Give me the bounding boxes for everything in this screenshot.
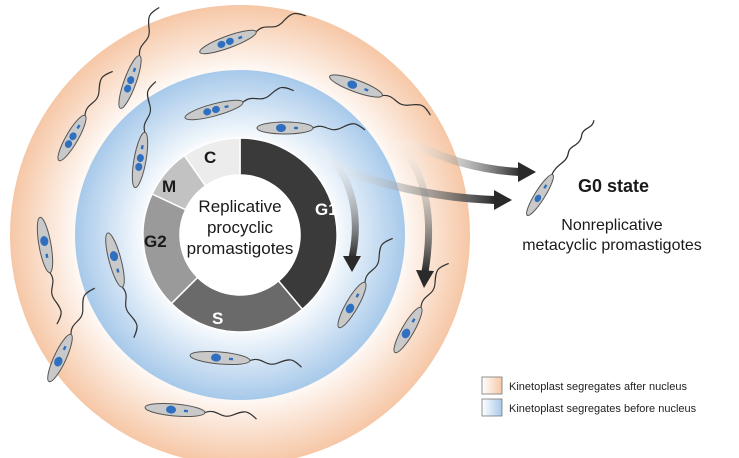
metacyclic-promastigote-icon — [526, 120, 595, 217]
promastigote-icon — [105, 232, 138, 339]
promastigote-icon — [199, 12, 306, 55]
phase-label-c: C — [204, 148, 216, 167]
curved-arrow-icon — [317, 145, 359, 259]
curved-arrow-icon — [323, 156, 496, 204]
legend-swatch-after-nucleus — [481, 376, 503, 395]
center-label-line1: Replicative — [198, 197, 281, 216]
phase-label-s: S — [212, 309, 223, 328]
curved-arrow-icon — [403, 136, 521, 176]
ring-segment-c — [183, 137, 241, 187]
g0-description-line2: metacyclic promastigotes — [522, 237, 702, 254]
legend-label-after-nucleus: Kinetoplast segregates after nucleus — [509, 381, 687, 393]
promastigote-icon — [184, 86, 294, 121]
arrowhead-icon — [518, 162, 536, 182]
promastigote-icon — [337, 237, 393, 329]
phase-label-g2: G2 — [144, 232, 167, 251]
g0-state-title: G0 state — [578, 176, 649, 196]
center-label-line3: promastigotes — [187, 239, 294, 258]
promastigote-icon — [36, 216, 62, 325]
promastigote-icon — [47, 287, 96, 383]
legend-label-before-nucleus: Kinetoplast segregates before nucleus — [509, 403, 697, 415]
center-label-line2: procyclic — [207, 218, 274, 237]
legend-swatch-before-nucleus — [481, 398, 503, 417]
promastigote-icon — [256, 121, 366, 135]
arrowhead-icon — [416, 270, 434, 288]
cell-cycle-ring — [142, 137, 338, 333]
promastigote-icon — [189, 350, 302, 368]
promastigote-icon — [393, 262, 449, 354]
ring-segment-g1 — [239, 137, 338, 311]
arrowhead-icon — [494, 190, 512, 210]
promastigote-icon — [144, 402, 257, 420]
promastigote-cells — [36, 6, 449, 420]
legend: Kinetoplast segregates after nucleus Kin… — [481, 376, 697, 417]
phase-label-g1: G1 — [315, 200, 338, 219]
promastigote-icon — [329, 74, 432, 116]
promastigote-icon — [131, 81, 157, 189]
exit-arrows — [317, 136, 536, 288]
promastigote-icon — [57, 70, 113, 162]
promastigote-icon — [118, 6, 160, 109]
g0-description-line1: Nonreplicative — [561, 217, 662, 234]
arrowhead-icon — [343, 256, 361, 272]
curved-arrow-icon — [392, 137, 433, 273]
phase-label-m: M — [162, 177, 176, 196]
